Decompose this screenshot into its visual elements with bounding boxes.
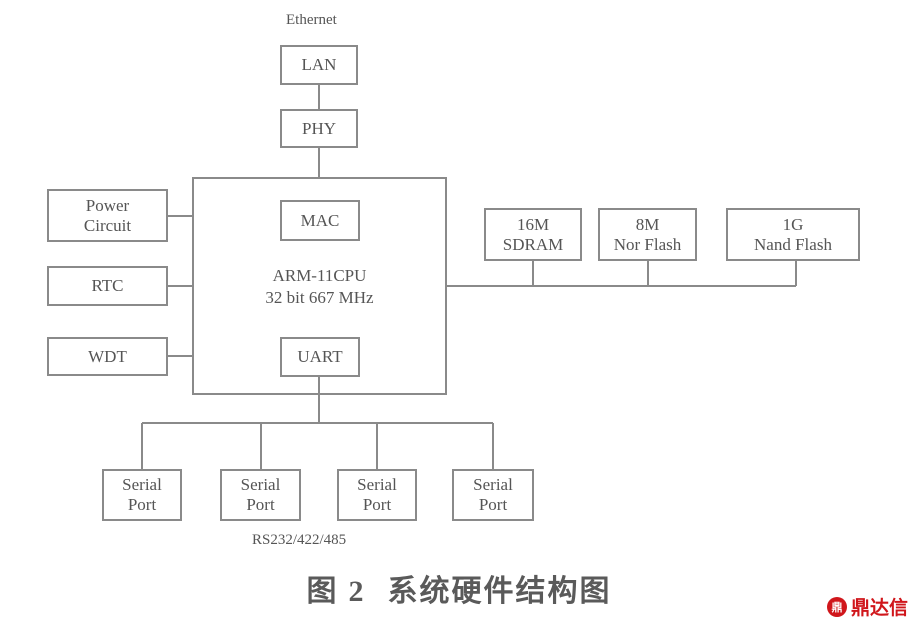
sdram-label-line1: 16M — [516, 214, 550, 234]
cpu-name: ARM-11CPU — [272, 266, 367, 285]
serial-port-label-line2: Port — [478, 495, 508, 514]
uart-label: UART — [297, 347, 343, 366]
serial-port-label-line2: Port — [127, 495, 157, 514]
wdt-node: WDT — [47, 337, 168, 376]
serial-port-node: Serial Port — [452, 469, 534, 521]
serial-port-node: Serial Port — [220, 469, 301, 521]
phy-node: PHY — [280, 109, 358, 148]
caption-number: 2 — [348, 575, 366, 608]
serial-bus-label: RS232/422/485 — [252, 532, 347, 548]
mac-node: MAC — [280, 200, 360, 241]
power-label-line1: Power — [85, 195, 130, 215]
sdram-node: 16M SDRAM — [484, 208, 582, 261]
power-circuit-node: Power Circuit — [47, 189, 168, 242]
serial-port-label-line2: Port — [246, 495, 275, 514]
serial-port-label-line1: Serial — [357, 475, 397, 494]
caption-text: 系统硬件结构图 — [387, 574, 612, 609]
serial-port-label-line1: Serial — [122, 475, 162, 494]
cpu-label: ARM-11CPU 32 bit 667 MHz — [192, 265, 447, 309]
nand-label-line2: Nand Flash — [754, 234, 832, 254]
serial-port-label-line1: Serial — [240, 475, 281, 494]
nand-label-line1: 1G — [782, 214, 804, 234]
uart-node: UART — [280, 337, 360, 377]
power-label-line2: Circuit — [83, 215, 132, 235]
watermark: 鼎 鼎达信 — [826, 593, 908, 620]
wdt-label: WDT — [88, 346, 127, 366]
nor-label-line1: 8M — [635, 214, 660, 234]
cpu-node — [192, 177, 447, 395]
serial-port-node: Serial Port — [337, 469, 417, 521]
nor-label-line2: Nor Flash — [613, 234, 682, 254]
phy-label: PHY — [301, 118, 336, 138]
nand-flash-node: 1G Nand Flash — [726, 208, 860, 261]
serial-port-label-line1: Serial — [473, 475, 513, 494]
watermark-text: 鼎达信 — [850, 597, 908, 619]
rtc-node: RTC — [47, 266, 168, 306]
sdram-label-line2: SDRAM — [502, 234, 564, 254]
mac-label: MAC — [300, 210, 340, 230]
lan-node: LAN — [280, 45, 358, 85]
nor-flash-node: 8M Nor Flash — [598, 208, 697, 261]
serial-port-label-line2: Port — [362, 495, 392, 514]
caption-prefix: 图 — [306, 574, 339, 609]
lan-label: LAN — [301, 55, 337, 74]
serial-port-node: Serial Port — [102, 469, 182, 521]
ethernet-label: Ethernet — [286, 12, 337, 28]
watermark-logo-icon: 鼎 — [826, 596, 847, 617]
cpu-spec: 32 bit 667 MHz — [265, 288, 374, 307]
rtc-label: RTC — [91, 276, 124, 295]
